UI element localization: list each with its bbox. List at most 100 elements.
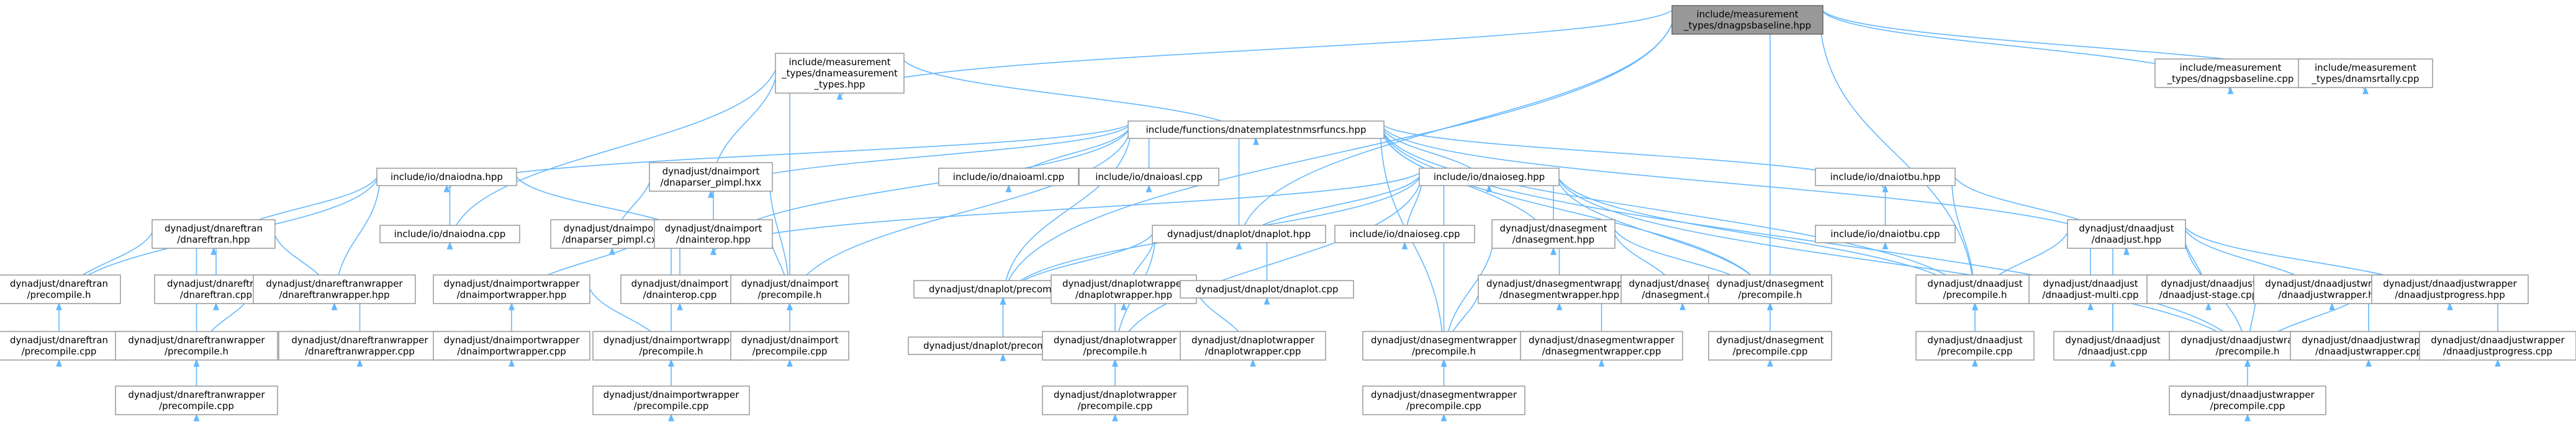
- edge-arrowhead: [2495, 359, 2501, 367]
- node-dnaiotbu-hpp[interactable]: include/io/dnaiotbu.hpp: [1815, 168, 1956, 186]
- node-box: [730, 331, 849, 361]
- node-segment-precompile-cpp[interactable]: dynadjust/dnasegment/precompile.cpp: [1708, 331, 1832, 361]
- node-segmentwrapper-hpp[interactable]: dynadjust/dnasegmentwrapper/dnasegmentwr…: [1478, 274, 1641, 304]
- node-box: [1180, 331, 1326, 361]
- edge-arrowhead: [1767, 359, 1773, 367]
- node-reftran-precompile-cpp[interactable]: dynadjust/dnareftran/precompile.cpp: [0, 331, 121, 361]
- node-label-line: /dnaadjust-multi.cpp: [2042, 289, 2138, 300]
- node-segmentwrapper-cpp[interactable]: dynadjust/dnasegmentwrapper/dnasegmentwr…: [1520, 331, 1683, 361]
- node-import-precompile-cpp[interactable]: dynadjust/dnaimport/precompile.cpp: [730, 331, 849, 361]
- node-interop-hpp[interactable]: dynadjust/dnaimport/dnainterop.hpp: [654, 219, 773, 249]
- node-box: [1180, 280, 1354, 299]
- node-segmentwrapper-precompile-cpp[interactable]: dynadjust/dnasegmentwrapper/precompile.c…: [1362, 385, 1525, 415]
- node-label-line: dynadjust/dnasegmentwrapper: [1529, 335, 1675, 346]
- node-plotwrapper-precompile-h[interactable]: dynadjust/dnaplotwrapper/precompile.h: [1042, 331, 1188, 361]
- node-dnaiodna-cpp[interactable]: include/io/dnaiodna.cpp: [379, 225, 520, 243]
- node-label-line: /precompile.h: [1083, 346, 1147, 357]
- node-adjustprogress-hpp[interactable]: dynadjust/dnaadjustwrapper/dnaadjustprog…: [2371, 274, 2529, 304]
- edge-root-to-plot-precompile-h: [1002, 5, 1676, 304]
- node-label-line: include/io/dnaioseg.hpp: [1434, 171, 1545, 182]
- node-label-line: /precompile.cpp: [159, 400, 234, 412]
- node-label-line: /dnaplotwrapper.cpp: [1205, 346, 1301, 357]
- node-reftranwrapper-precompile-cpp[interactable]: dynadjust/dnareftranwrapper/precompile.c…: [115, 385, 278, 415]
- edge-arrowhead: [1146, 184, 1152, 192]
- node-dnaiotbu-cpp[interactable]: include/io/dnaiotbu.cpp: [1815, 225, 1956, 243]
- node-importwrapper-precompile-h[interactable]: dynadjust/dnaimportwrapper/precompile.h: [592, 331, 750, 361]
- node-reftranwrapper-cpp[interactable]: dynadjust/dnareftranwrapper/dnareftranwr…: [278, 331, 441, 361]
- node-adjust-hpp[interactable]: dynadjust/dnaadjust/dnaadjust.hpp: [2067, 219, 2186, 249]
- node-import-precompile-h[interactable]: dynadjust/dnaimport/precompile.h: [730, 274, 849, 304]
- node-adjust-stage-cpp[interactable]: dynadjust/dnaadjust/dnaadjust-stage.cpp: [2146, 274, 2271, 304]
- node-box: [730, 274, 849, 304]
- node-label-line: /precompile.cpp: [1406, 400, 1481, 412]
- node-box: [2169, 385, 2326, 415]
- node-segment-hpp[interactable]: dynadjust/dnasegment/dnasegment.hpp: [1491, 219, 1616, 249]
- node-reftran-hpp[interactable]: dynadjust/dnareftran/dnareftran.hpp: [151, 219, 276, 249]
- node-box: [1915, 274, 2035, 304]
- node-label-line: /dnareftran.hpp: [177, 234, 250, 245]
- edge-arrowhead: [1440, 413, 1447, 421]
- node-box: [115, 385, 278, 415]
- node-dnaiodna-hpp[interactable]: include/io/dnaiodna.hpp: [376, 168, 517, 186]
- edge-arrowhead: [2362, 86, 2369, 94]
- node-adjust-multi-cpp[interactable]: dynadjust/dnaadjust/dnaadjust-multi.cpp: [2028, 274, 2153, 304]
- node-importwrapper-cpp[interactable]: dynadjust/dnaimportwrapper/dnaimportwrap…: [433, 331, 590, 361]
- node-plotwrapper-cpp[interactable]: dynadjust/dnaplotwrapper/dnaplotwrapper.…: [1180, 331, 1326, 361]
- node-label-line: dynadjust/dnaplotwrapper: [1054, 389, 1177, 400]
- node-label-line: dynadjust/dnaadjust: [2161, 278, 2256, 289]
- node-label-line: /dnaadjustwrapper.cpp: [2315, 346, 2422, 357]
- node-label-line: dynadjust/dnaimport: [564, 223, 661, 234]
- node-adjust-cpp[interactable]: dynadjust/dnaadjust/dnaadjust.cpp: [2053, 331, 2172, 361]
- node-root[interactable]: include/measurement_types/dnagpsbaseline…: [1671, 5, 1824, 35]
- edge-arrowhead: [2087, 302, 2094, 310]
- node-aml-cpp[interactable]: include/io/dnaioaml.cpp: [938, 168, 1079, 186]
- node-dnaplot-hpp[interactable]: dynadjust/dnaplot/dnaplot.hpp: [1152, 225, 1326, 243]
- node-label-line: dynadjust/dnareftran: [165, 223, 263, 234]
- edge-arrowhead: [1401, 241, 1408, 250]
- node-box: [253, 274, 416, 304]
- edge-arrowhead: [1000, 353, 1006, 361]
- node-parser-pimpl-cxx[interactable]: dynadjust/dnaimport/dnaparser_pimpl.cxx: [550, 219, 674, 249]
- node-adjustprogress-cpp[interactable]: dynadjust/dnaadjustwrapper/dnaadjustprog…: [2419, 331, 2576, 361]
- node-label-line: _types/dnagpsbaseline.cpp: [2167, 73, 2294, 85]
- node-reftran-precompile-h[interactable]: dynadjust/dnareftran/precompile.h: [0, 274, 121, 304]
- node-plotwrapper-precompile-cpp[interactable]: dynadjust/dnaplotwrapper/precompile.cpp: [1042, 385, 1188, 415]
- node-label-line: dynadjust/dnaimport: [662, 166, 760, 177]
- node-box: [1362, 385, 1525, 415]
- node-reftranwrapper-hpp[interactable]: dynadjust/dnareftranwrapper/dnareftranwr…: [253, 274, 416, 304]
- node-label-line: /precompile.h: [2215, 346, 2279, 357]
- node-templatestnmsrfuncs[interactable]: include/functions/dnatemplatestnmsrfuncs…: [1128, 120, 1385, 139]
- node-label-line: dynadjust/dnaimport: [741, 335, 839, 346]
- node-gpsbaseline-cpp[interactable]: include/measurement_types/dnagpsbaseline…: [2154, 58, 2307, 88]
- node-msrtally-cpp[interactable]: include/measurement_types/dnamsrtally.cp…: [2298, 58, 2433, 88]
- node-dnaplot-cpp[interactable]: dynadjust/dnaplot/dnaplot.cpp: [1180, 280, 1354, 299]
- node-label-line: dynadjust/dnaimport: [631, 278, 729, 289]
- node-label-line: dynadjust/dnaadjust: [2043, 278, 2138, 289]
- node-label-line: include/io/dnaiodna.cpp: [394, 228, 506, 240]
- node-segment-precompile-h[interactable]: dynadjust/dnasegment/precompile.h: [1708, 274, 1832, 304]
- node-label-line: dynadjust/dnareftran: [10, 278, 108, 289]
- node-box: [1334, 225, 1475, 243]
- node-label-line: include/io/dnaiotbu.cpp: [1830, 228, 1940, 240]
- node-dnaioseg-cpp[interactable]: include/io/dnaioseg.cpp: [1334, 225, 1475, 243]
- node-label-line: include/functions/dnatemplatestnmsrfuncs…: [1146, 124, 1367, 135]
- node-adjust-precompile-h[interactable]: dynadjust/dnaadjust/precompile.h: [1915, 274, 2035, 304]
- node-label-line: /precompile.cpp: [22, 346, 97, 357]
- node-meas-types-hpp[interactable]: include/measurement_types/dnameasurement…: [775, 53, 905, 94]
- node-adjustwrapper-precompile-cpp[interactable]: dynadjust/dnaadjustwrapper/precompile.cp…: [2169, 385, 2326, 415]
- node-reftranwrapper-precompile-h[interactable]: dynadjust/dnareftranwrapper/precompile.h: [115, 331, 278, 361]
- node-dnaioseg-hpp[interactable]: include/io/dnaioseg.hpp: [1419, 168, 1560, 186]
- node-interop-cpp[interactable]: dynadjust/dnaimport/dnainterop.cpp: [620, 274, 739, 304]
- edge-arrowhead: [2205, 302, 2212, 310]
- node-parser-pimpl-hxx[interactable]: dynadjust/dnaimport/dnaparser_pimpl.hxx: [649, 162, 773, 192]
- node-asl-cpp[interactable]: include/io/dnaioasl.cpp: [1078, 168, 1219, 186]
- node-plotwrapper-hpp[interactable]: dynadjust/dnaplotwrapper/dnaplotwrapper.…: [1051, 274, 1197, 304]
- node-importwrapper-precompile-cpp[interactable]: dynadjust/dnaimportwrapper/precompile.cp…: [592, 385, 750, 415]
- edge-arrowhead: [1556, 302, 1563, 310]
- node-label-line: dynadjust/dnaadjust: [2065, 335, 2160, 346]
- node-adjust-precompile-cpp[interactable]: dynadjust/dnaadjust/precompile.cpp: [1915, 331, 2035, 361]
- node-box: [1042, 331, 1188, 361]
- node-label-line: dynadjust/dnaplotwrapper: [1191, 335, 1315, 346]
- node-importwrapper-hpp[interactable]: dynadjust/dnaimportwrapper/dnaimportwrap…: [433, 274, 590, 304]
- node-segmentwrapper-precompile-h[interactable]: dynadjust/dnasegmentwrapper/precompile.h: [1362, 331, 1525, 361]
